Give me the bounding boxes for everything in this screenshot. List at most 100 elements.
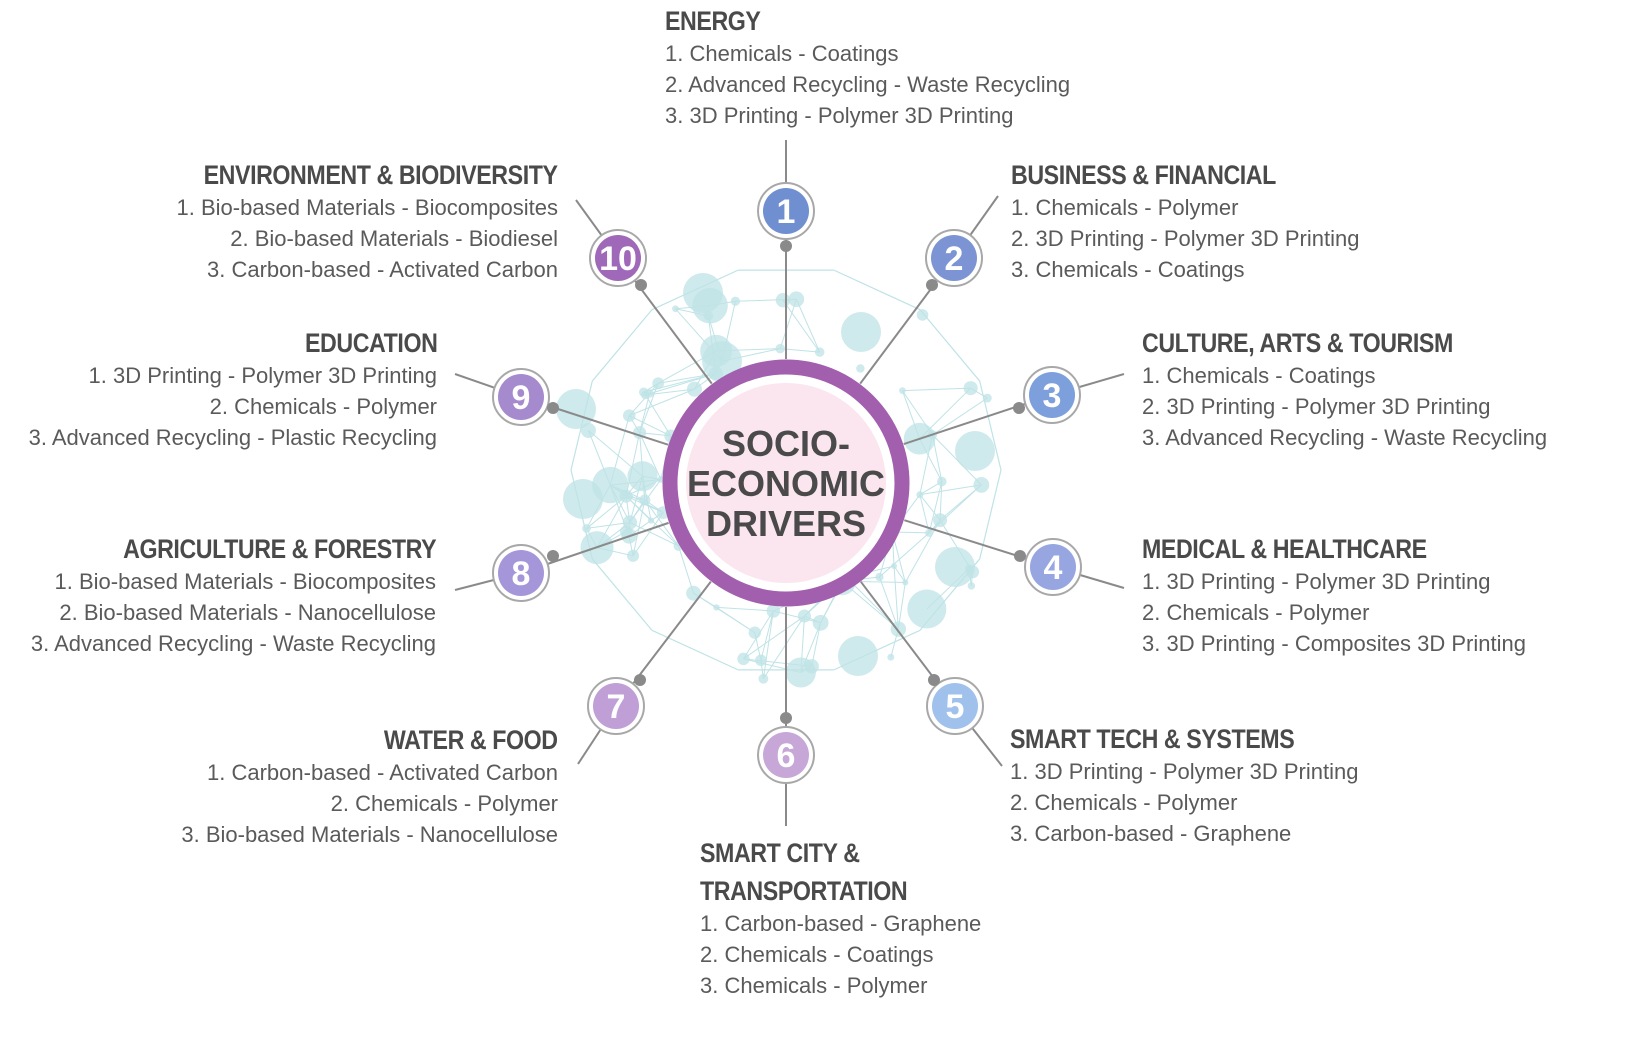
driver-item: 3. Carbon-based - Activated Carbon — [207, 257, 558, 282]
network-edge — [893, 565, 899, 630]
network-node — [737, 652, 750, 665]
connector-dot — [1014, 550, 1026, 562]
driver-item: 3. Advanced Recycling - Waste Recycling — [1142, 425, 1548, 450]
driver-item: 2. Chemicals - Polymer — [330, 791, 558, 816]
driver-title-line-1: SMART CITY & — [700, 838, 860, 868]
driver-item: 1. Carbon-based - Activated Carbon — [207, 760, 558, 785]
network-node — [788, 291, 805, 308]
network-node — [899, 387, 906, 394]
driver-title: EDUCATION — [304, 328, 438, 358]
driver-block-smart-city: SMART CITY & TRANSPORTATION 1. Carbon-ba… — [700, 836, 981, 1001]
network-node-large — [838, 636, 878, 676]
network-edge — [893, 565, 906, 583]
driver-node: 3 — [1013, 366, 1081, 424]
network-node — [875, 572, 884, 582]
network-edge — [762, 610, 774, 679]
driver-number: 6 — [777, 737, 796, 775]
network-edge — [879, 576, 899, 630]
network-edge — [762, 615, 805, 680]
network-edge — [591, 309, 653, 382]
network-edge — [879, 532, 930, 578]
driver-item: 3. 3D Printing - Polymer 3D Printing — [665, 103, 1014, 128]
network-node-large — [841, 312, 881, 352]
network-node — [982, 393, 992, 403]
network-edge — [629, 388, 695, 417]
network-edge — [782, 299, 821, 353]
network-edge — [902, 387, 971, 392]
driver-node-fill — [932, 683, 978, 729]
driver-item: 2. 3D Printing - Polymer 3D Printing — [1011, 226, 1360, 251]
driver-item: 2. Bio-based Materials - Nanocellulose — [59, 600, 436, 625]
network-edge — [716, 606, 774, 612]
network-node — [652, 377, 665, 390]
network-node — [755, 654, 767, 667]
network-node — [686, 381, 703, 397]
network-node-large — [935, 547, 975, 587]
network-edge — [795, 299, 821, 353]
network-edge — [919, 484, 982, 496]
driver-item: 3. Advanced Recycling - Plastic Recyclin… — [28, 425, 437, 450]
driver-item: 3. 3D Printing - Composites 3D Printing — [1142, 631, 1526, 656]
network-node — [916, 309, 929, 321]
driver-block-energy: ENERGY 1. Chemicals - Coatings 2. Advanc… — [665, 4, 1070, 131]
driver-title: SMART TECH & SYSTEMS — [1010, 724, 1295, 754]
network-node-large — [955, 431, 995, 471]
driver-item: 3. Chemicals - Polymer — [700, 973, 928, 998]
network-edge — [628, 382, 659, 416]
connector-dot — [780, 712, 792, 724]
driver-node: 4 — [1014, 538, 1082, 596]
driver-title: MEDICAL & HEALTHCARE — [1142, 534, 1427, 564]
driver-node-fill — [1029, 372, 1075, 418]
network-node — [639, 494, 651, 506]
driver-node-fill — [593, 683, 639, 729]
network-node — [812, 614, 829, 631]
driver-item: 2. Advanced Recycling - Waste Recycling — [665, 72, 1071, 97]
driver-item: 3. Carbon-based - Graphene — [1010, 821, 1292, 846]
driver-node-fill — [763, 732, 809, 778]
network-node — [647, 517, 655, 524]
network-edge — [932, 434, 982, 486]
network-node — [627, 461, 658, 492]
network-node-large — [563, 479, 603, 519]
network-node — [916, 491, 924, 499]
driver-item: 2. Bio-based Materials - Biodiesel — [230, 226, 558, 251]
network-node — [758, 673, 769, 684]
driver-node: 6 — [757, 712, 815, 784]
driver-block-culture: CULTURE, ARTS & TOURISM 1. Chemicals - C… — [1142, 326, 1547, 453]
network-node — [967, 582, 976, 590]
connector-dot — [928, 674, 940, 686]
driver-node-fill — [498, 374, 544, 420]
driver-item: 2. Chemicals - Polymer — [209, 394, 437, 419]
driver-node-fill — [498, 550, 544, 596]
network-node-large — [683, 273, 723, 313]
driver-number: 8 — [512, 555, 531, 593]
driver-item: 2. 3D Printing - Polymer 3D Printing — [1142, 394, 1491, 419]
network-edge — [919, 309, 981, 382]
network-node — [713, 604, 720, 611]
driver-item: 3. Advanced Recycling - Waste Recycling — [30, 631, 436, 656]
network-node-large — [556, 389, 596, 429]
center-line-1: SOCIO- — [722, 423, 850, 464]
driver-node: 2 — [925, 229, 983, 291]
network-node — [775, 293, 791, 308]
driver-number: 7 — [607, 688, 626, 726]
network-edge — [897, 582, 906, 630]
driver-number: 10 — [599, 240, 637, 278]
network-edge — [629, 415, 671, 437]
driver-block-education: EDUCATION 1. 3D Printing - Polymer 3D Pr… — [28, 326, 438, 453]
driver-item: 1. Bio-based Materials - Biocomposites — [176, 195, 559, 220]
network-edge — [760, 610, 774, 661]
driver-number: 4 — [1044, 549, 1063, 587]
network-node — [622, 515, 638, 530]
network-edge — [716, 606, 756, 634]
driver-block-water-food: WATER & FOOD 1. Carbon-based - Activated… — [181, 723, 558, 850]
driver-number: 5 — [946, 688, 965, 726]
network-edge — [932, 397, 988, 436]
connector-dot — [635, 279, 647, 291]
driver-node-fill — [1030, 544, 1076, 590]
network-node — [902, 579, 909, 586]
driver-node-fill — [595, 235, 641, 281]
driver-block-medical: MEDICAL & HEALTHCARE 1. 3D Printing - Po… — [1142, 532, 1526, 659]
network-node — [797, 609, 812, 623]
driver-number: 2 — [945, 240, 964, 278]
